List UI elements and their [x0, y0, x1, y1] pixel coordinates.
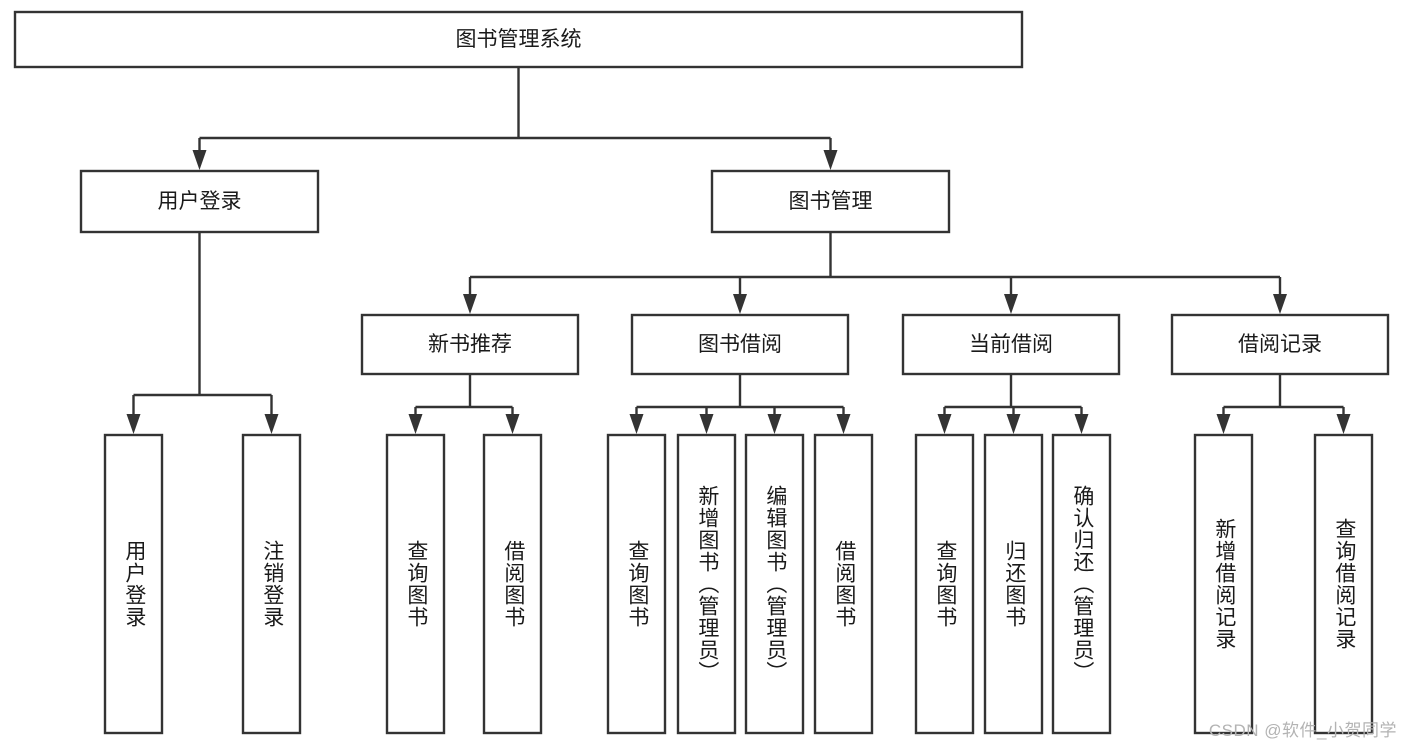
node-label-book-manage: 图书管理 [789, 190, 873, 213]
node-box-current-borrow[interactable] [901, 313, 1121, 376]
node-leaf-query-record[interactable] [1313, 433, 1374, 735]
connector-group-new-book-recommend [408, 374, 520, 434]
node-leaf-query-book-3[interactable] [914, 433, 975, 735]
node-leaf-return-book[interactable] [983, 433, 1044, 735]
node-box-leaf-query-record[interactable] [1313, 433, 1374, 735]
connector-group-user-login [126, 232, 279, 434]
connector-group-current-borrow [937, 374, 1089, 434]
connector-group-root [192, 67, 838, 170]
node-current-borrow[interactable]: 当前借阅 [901, 313, 1121, 376]
node-box-leaf-query-book-1[interactable] [385, 433, 446, 735]
node-box-new-book-recommend[interactable] [360, 313, 580, 376]
node-label-user-login: 用户登录 [158, 190, 242, 213]
node-box-leaf-edit-book[interactable] [744, 433, 805, 735]
node-leaf-logout[interactable] [241, 433, 302, 735]
node-box-leaf-return-book[interactable] [983, 433, 1044, 735]
node-box-user-login[interactable] [79, 169, 320, 234]
node-leaf-add-book[interactable] [676, 433, 737, 735]
node-book-borrow[interactable]: 图书借阅 [630, 313, 850, 376]
node-box-leaf-query-book-3[interactable] [914, 433, 975, 735]
node-box-leaf-add-record[interactable] [1193, 433, 1254, 735]
node-label-root: 图书管理系统 [456, 28, 582, 51]
node-box-leaf-logout[interactable] [241, 433, 302, 735]
node-new-book-recommend[interactable]: 新书推荐 [360, 313, 580, 376]
node-leaf-borrow-book-1[interactable] [482, 433, 543, 735]
node-leaf-edit-book[interactable] [744, 433, 805, 735]
node-box-book-manage[interactable] [710, 169, 951, 234]
connector-layer [126, 67, 1351, 434]
node-box-book-borrow[interactable] [630, 313, 850, 376]
node-box-root[interactable] [13, 10, 1024, 69]
node-leaf-user-login[interactable] [103, 433, 164, 735]
node-label-current-borrow: 当前借阅 [969, 333, 1053, 356]
node-box-leaf-borrow-book-1[interactable] [482, 433, 543, 735]
node-box-leaf-confirm-return[interactable] [1051, 433, 1112, 735]
watermark-text: CSDN @软件_小贺同学 [1208, 721, 1397, 740]
node-label-new-book-recommend: 新书推荐 [428, 333, 512, 356]
node-label-borrow-record: 借阅记录 [1238, 333, 1322, 356]
node-label-book-borrow: 图书借阅 [698, 333, 782, 356]
node-box-borrow-record[interactable] [1170, 313, 1390, 376]
connector-group-book-borrow [629, 374, 851, 434]
node-book-manage[interactable]: 图书管理 [710, 169, 951, 234]
connector-group-book-manage [463, 232, 1287, 314]
node-leaf-confirm-return[interactable] [1051, 433, 1112, 735]
node-leaf-query-book-2[interactable] [606, 433, 667, 735]
node-leaf-borrow-book-2[interactable] [813, 433, 874, 735]
connector-group-borrow-record [1216, 374, 1351, 434]
node-box-leaf-borrow-book-2[interactable] [813, 433, 874, 735]
node-borrow-record[interactable]: 借阅记录 [1170, 313, 1390, 376]
node-box-leaf-add-book[interactable] [676, 433, 737, 735]
node-leaf-query-book-1[interactable] [385, 433, 446, 735]
node-box-leaf-query-book-2[interactable] [606, 433, 667, 735]
node-box-leaf-user-login[interactable] [103, 433, 164, 735]
node-leaf-add-record[interactable] [1193, 433, 1254, 735]
node-user-login[interactable]: 用户登录 [79, 169, 320, 234]
node-root[interactable]: 图书管理系统 [13, 10, 1024, 69]
